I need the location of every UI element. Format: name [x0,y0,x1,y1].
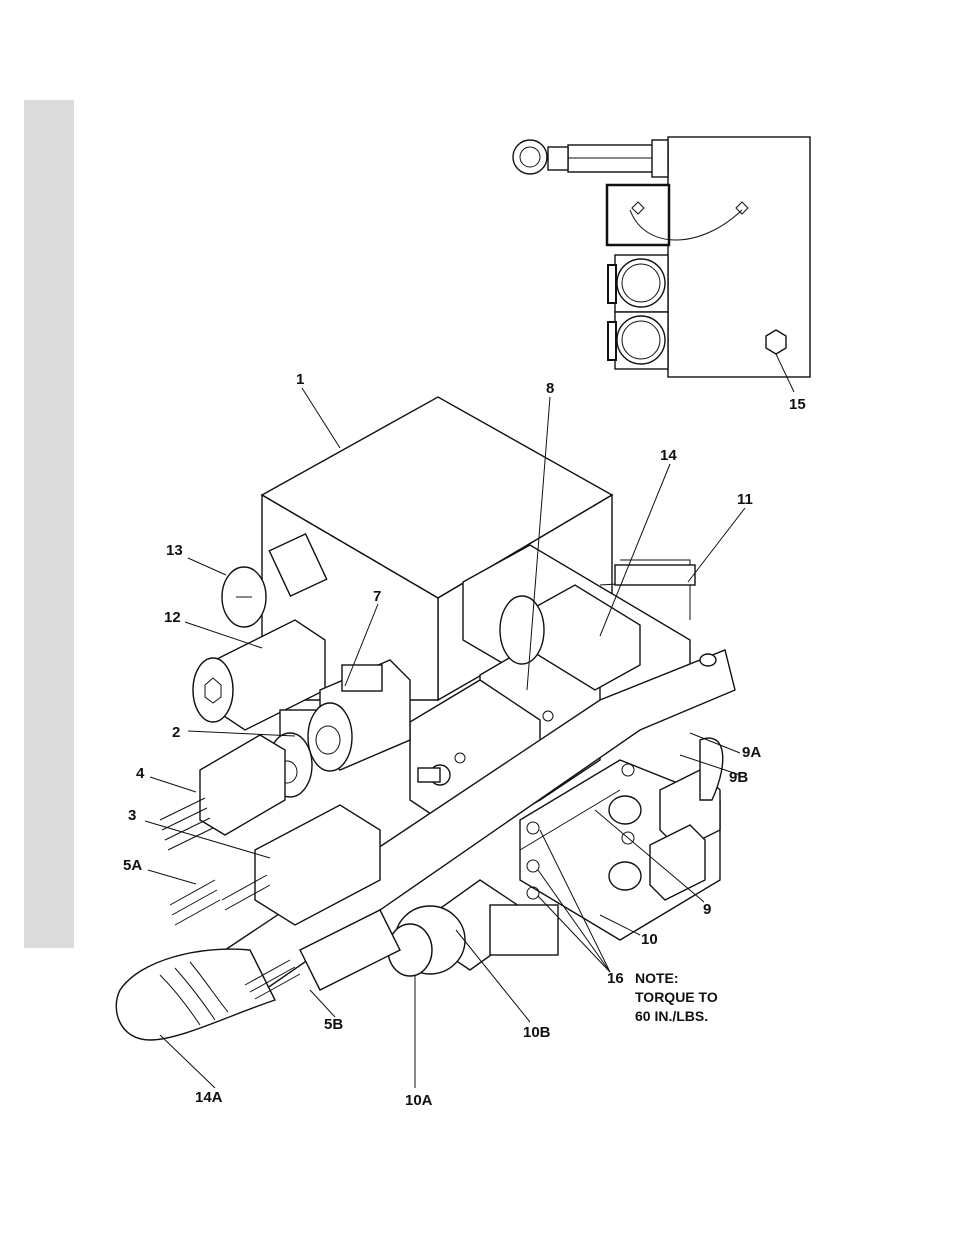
callout-5a: 5A [123,857,142,874]
inset-side-view [513,137,810,392]
callout-9a: 9A [742,744,761,761]
callout-10b: 10B [523,1024,551,1041]
callout-1: 1 [296,371,304,388]
callout-16: 16 [607,970,624,987]
callout-5b: 5B [324,1016,343,1033]
note-line-2: TORQUE TO [635,989,718,1005]
callout-10: 10 [641,931,658,948]
torque-note: NOTE: TORQUE TO 60 IN./LBS. [635,970,718,1024]
callout-11: 11 [737,491,753,508]
callout-2: 2 [172,724,180,741]
callout-3: 3 [128,807,136,824]
callout-13: 13 [166,542,183,559]
callout-14a: 14A [195,1089,223,1106]
callout-15: 15 [789,396,806,413]
callout-9: 9 [703,901,711,918]
note-line-1: NOTE: [635,970,679,986]
callout-8: 8 [546,380,554,397]
callout-7: 7 [373,588,381,605]
callout-4: 4 [136,765,145,782]
callout-9b: 9B [729,769,748,786]
callout-12: 12 [164,609,181,626]
callout-10a: 10A [405,1092,433,1109]
callout-14: 14 [660,447,677,464]
note-line-3: 60 IN./LBS. [635,1008,708,1024]
